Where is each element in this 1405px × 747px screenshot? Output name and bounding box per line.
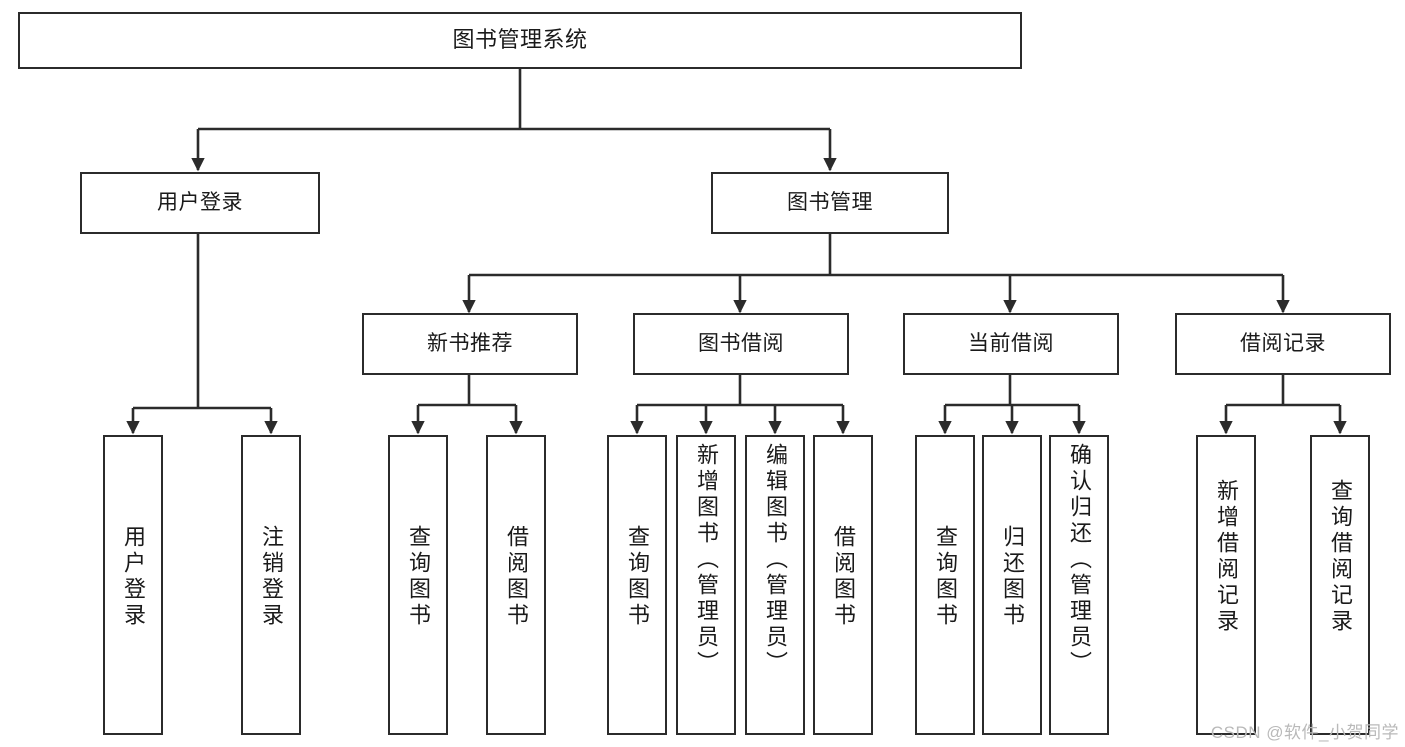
node-label: 图书借阅 <box>698 332 784 356</box>
node-user-login[interactable]: 用户登录 <box>80 172 320 234</box>
leaf-borrow-borrow-book[interactable]: 借阅图书 <box>813 435 873 735</box>
node-label: 借阅图书 <box>831 525 856 629</box>
node-label: 查询图书 <box>406 525 431 629</box>
node-root-system[interactable]: 图书管理系统 <box>18 12 1022 69</box>
leaf-current-query-book[interactable]: 查询图书 <box>915 435 975 735</box>
leaf-newbook-query-book[interactable]: 查询图书 <box>388 435 448 735</box>
leaf-borrow-edit-book-admin[interactable]: 编辑图书（管理员） <box>745 435 805 735</box>
csdn-watermark: CSDN @软件_小贺同学 <box>1210 723 1399 742</box>
node-label: 编辑图书（管理员） <box>763 443 788 677</box>
node-label: 当前借阅 <box>968 332 1054 356</box>
node-label: 新增借阅记录 <box>1214 479 1239 635</box>
node-label: 查询借阅记录 <box>1328 479 1353 635</box>
node-label: 归还图书 <box>1000 525 1025 629</box>
node-label: 借阅图书 <box>504 525 529 629</box>
node-book-management[interactable]: 图书管理 <box>711 172 949 234</box>
node-label: 确认归还（管理员） <box>1067 443 1092 677</box>
node-label: 注销登录 <box>259 525 284 629</box>
node-new-book-recommend[interactable]: 新书推荐 <box>362 313 578 375</box>
leaf-user-login[interactable]: 用户登录 <box>103 435 163 735</box>
node-label: 新增图书（管理员） <box>694 443 719 677</box>
leaf-borrow-query-book[interactable]: 查询图书 <box>607 435 667 735</box>
node-current-borrow[interactable]: 当前借阅 <box>903 313 1119 375</box>
node-label: 查询图书 <box>933 525 958 629</box>
node-label: 图书管理系统 <box>452 27 588 53</box>
leaf-records-add-record[interactable]: 新增借阅记录 <box>1196 435 1256 735</box>
leaf-newbook-borrow-book[interactable]: 借阅图书 <box>486 435 546 735</box>
node-label: 图书管理 <box>787 191 873 215</box>
node-borrow-records[interactable]: 借阅记录 <box>1175 313 1391 375</box>
node-label: 用户登录 <box>121 525 146 629</box>
node-label: 查询图书 <box>625 525 650 629</box>
node-label: 借阅记录 <box>1240 332 1326 356</box>
node-label: 新书推荐 <box>427 332 513 356</box>
leaf-current-return-book[interactable]: 归还图书 <box>982 435 1042 735</box>
leaf-borrow-add-book-admin[interactable]: 新增图书（管理员） <box>676 435 736 735</box>
node-label: 用户登录 <box>157 191 243 215</box>
leaf-logout-login[interactable]: 注销登录 <box>241 435 301 735</box>
node-book-borrow[interactable]: 图书借阅 <box>633 313 849 375</box>
leaf-current-confirm-return-admin[interactable]: 确认归还（管理员） <box>1049 435 1109 735</box>
leaf-records-query-record[interactable]: 查询借阅记录 <box>1310 435 1370 735</box>
